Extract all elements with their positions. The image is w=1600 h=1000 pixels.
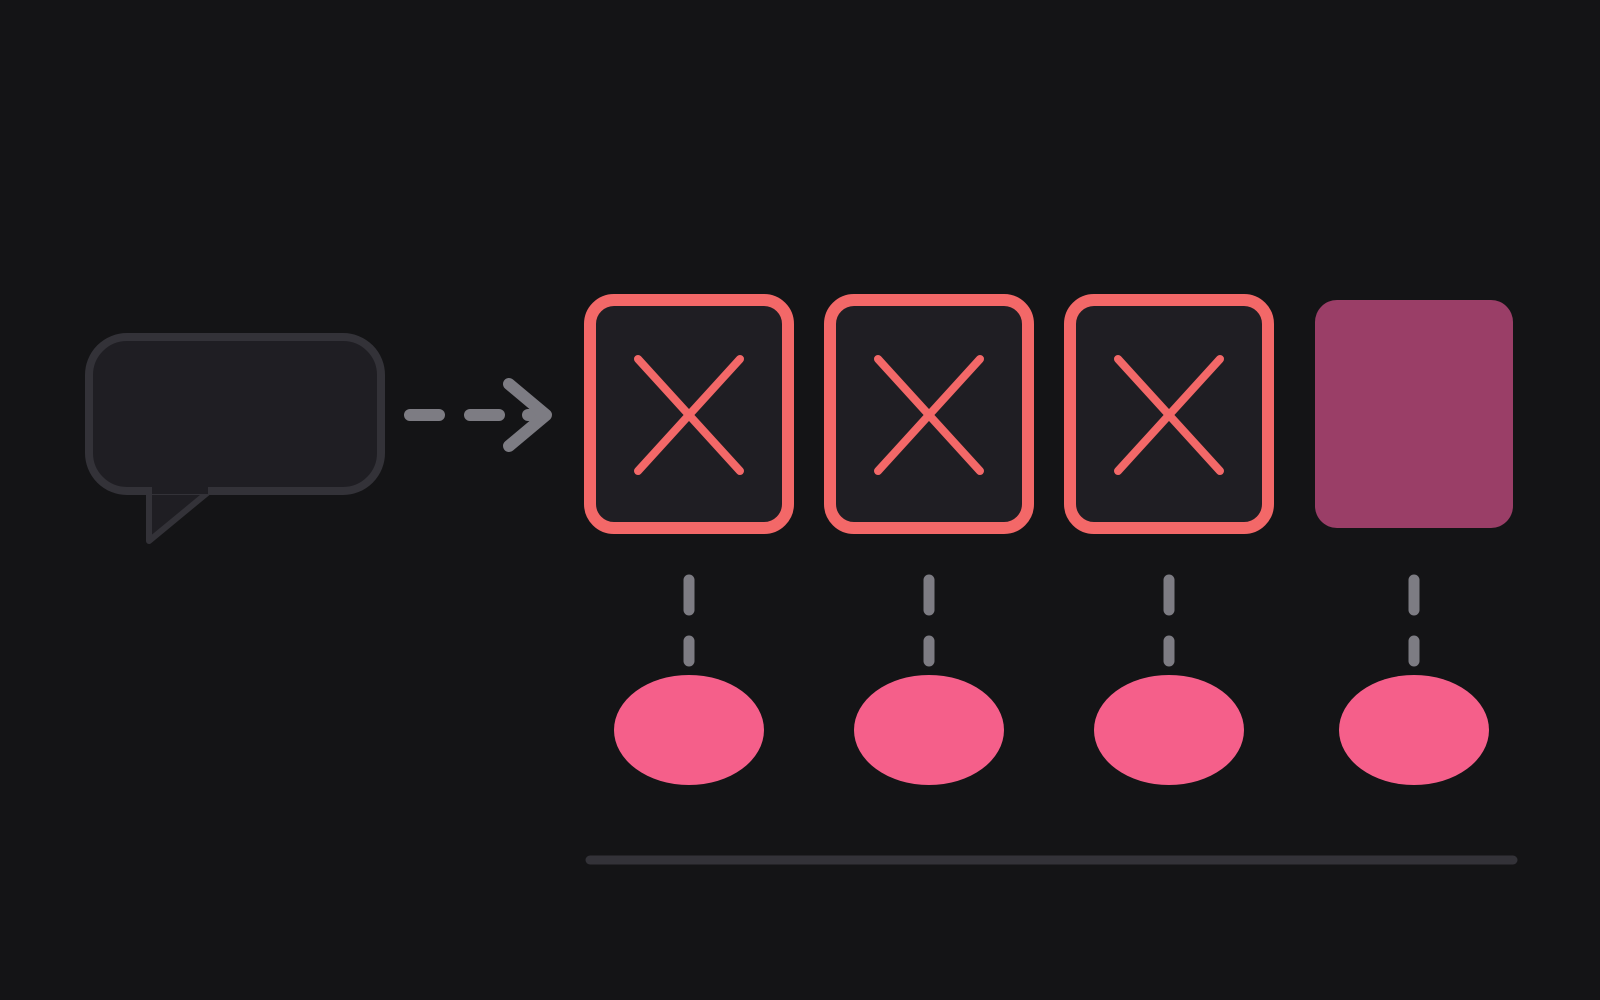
- x-stroke: [1114, 355, 1224, 475]
- x-stroke: [634, 355, 744, 475]
- speech-bubble-tail: [146, 486, 215, 544]
- candidate-row: [584, 294, 1513, 534]
- connector-row: [683, 574, 1420, 667]
- node-1: [614, 675, 764, 785]
- candidate-4-accepted: [1315, 300, 1513, 528]
- arrow-head: [503, 378, 552, 452]
- speech-bubble-body: [85, 333, 385, 495]
- node-3: [1094, 675, 1244, 785]
- speech-bubble-tail-joint: [152, 484, 208, 494]
- node-row: [614, 675, 1489, 785]
- candidate-2-rejected: [824, 294, 1034, 534]
- x-mark-icon: [634, 355, 744, 475]
- node-2: [854, 675, 1004, 785]
- x-mark-icon: [874, 355, 984, 475]
- dashed-arrow-right-icon: [404, 378, 552, 452]
- speech-bubble-icon: [85, 333, 385, 544]
- candidate-3-rejected: [1064, 294, 1274, 534]
- node-4: [1339, 675, 1489, 785]
- x-mark-icon: [1114, 355, 1224, 475]
- candidate-1-rejected: [584, 294, 794, 534]
- x-stroke: [874, 355, 984, 475]
- candidate-box-filled: [1315, 300, 1513, 528]
